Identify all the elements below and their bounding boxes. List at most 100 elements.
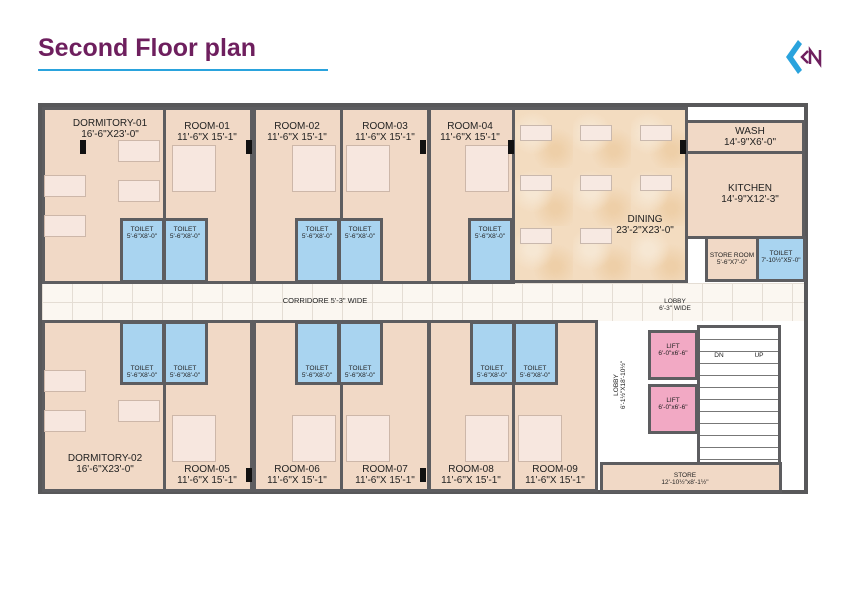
label-text: ROOM-02 [274, 121, 320, 132]
toilet [163, 321, 208, 385]
bed [44, 410, 86, 432]
label-text: 14'-9"X12'-3" [721, 194, 779, 205]
lift-1 [648, 330, 698, 380]
toilet [338, 321, 383, 385]
label-text: 5'-6"X8'-0" [301, 233, 333, 240]
column [508, 140, 514, 154]
label-text: 7'-10½"X5'-0" [761, 257, 801, 264]
toilet [163, 218, 208, 283]
toilet [295, 321, 340, 385]
label-text: ROOM-07 [362, 464, 408, 475]
label-text: KITCHEN [728, 183, 772, 194]
dining-table [640, 125, 672, 141]
label-text: LOBBY [613, 374, 620, 396]
toilet [513, 321, 558, 385]
bed [292, 415, 336, 462]
column [246, 468, 252, 482]
column [246, 140, 252, 154]
label-text: 11'-6"X 15'-1" [177, 132, 237, 143]
label-text: 5'-6"X8'-0" [474, 233, 506, 240]
label-text: 16'-6"X23'-0" [76, 464, 134, 475]
store-room [705, 236, 759, 282]
label-text: ROOM-08 [448, 464, 494, 475]
label-text: 11'-6"X 15'-1" [355, 132, 415, 143]
bed [465, 145, 509, 192]
lift-2 [648, 384, 698, 434]
toilet [120, 321, 165, 385]
bed [518, 415, 562, 462]
dining-table [580, 228, 612, 244]
label-text: ROOM-01 [184, 121, 230, 132]
label-text: WASH [735, 126, 765, 137]
label-text: 5'-6"X7'-0" [716, 259, 748, 266]
bed [118, 140, 160, 162]
column [80, 140, 86, 154]
label-text: ROOM-04 [447, 121, 493, 132]
label-text: TOILET [348, 226, 372, 233]
store [600, 462, 782, 493]
label-text: ROOM-06 [274, 464, 320, 475]
common-toilet [756, 236, 806, 282]
dining-table [520, 175, 552, 191]
label-text: 6'-0"x6'-6" [658, 350, 688, 357]
label-text: LIFT [666, 397, 680, 404]
label-text: TOILET [305, 365, 329, 372]
label-text: 5'-6"X8'-0" [519, 372, 551, 379]
stairs-up-label: UP [752, 352, 766, 359]
dining-table [640, 175, 672, 191]
label-text: 5'-6"X8'-0" [126, 233, 158, 240]
label-text: 11'-6"X 15'-1" [440, 132, 500, 143]
label-text: ROOM-05 [184, 464, 230, 475]
corridor [42, 283, 804, 321]
label-text: STORE ROOM [709, 252, 755, 259]
label-text: DORMITORY-01 [72, 118, 148, 129]
dining-table [580, 175, 612, 191]
bed [346, 145, 390, 192]
label-text: TOILET [305, 226, 329, 233]
label-text: LOBBY [664, 298, 686, 305]
label-text: TOILET [478, 226, 502, 233]
page-title: Second Floor plan [38, 34, 257, 62]
label-text: 11'-6"X 15'-1" [441, 475, 501, 486]
bed [44, 175, 86, 197]
bed [172, 415, 216, 462]
label-text: 5'-6"X8'-0" [169, 233, 201, 240]
bed [292, 145, 336, 192]
bed [172, 145, 216, 192]
label-text: LIFT [666, 343, 680, 350]
toilet [468, 218, 513, 283]
label-text: DORMITORY-02 [67, 453, 143, 464]
label-text: 6'-3" WIDE [659, 305, 691, 312]
label-text: 6'-1½"X18'-10½" [620, 360, 627, 410]
bed [118, 180, 160, 202]
bed [346, 415, 390, 462]
label-text: TOILET [523, 365, 547, 372]
label-text: TOILET [769, 250, 793, 257]
column [680, 140, 686, 154]
bed [44, 370, 86, 392]
label-text: 11'-6"X 15'-1" [525, 475, 585, 486]
